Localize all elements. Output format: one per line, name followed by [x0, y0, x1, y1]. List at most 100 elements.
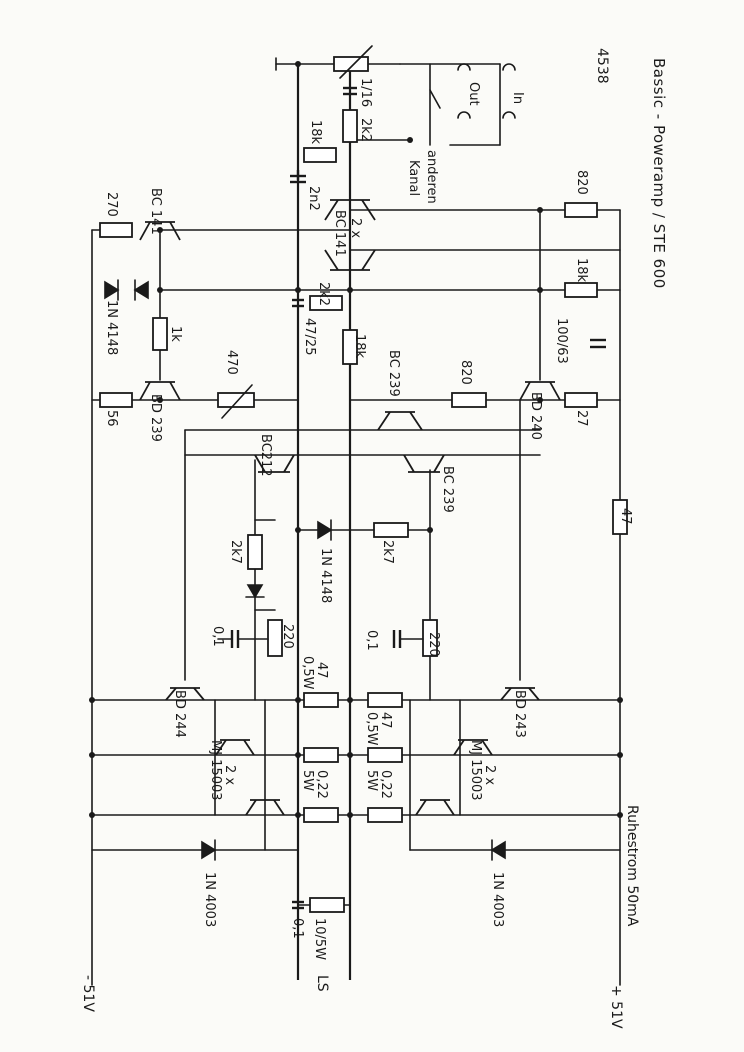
label-c-47-25: 47/25: [302, 318, 317, 355]
label-r-05w-left: 0,5W: [300, 656, 315, 690]
sheet-number: 4538: [594, 48, 610, 84]
resistor-220-right: [422, 619, 438, 657]
diode-2k7-small: [246, 584, 264, 599]
label-mj15003-left-a: 2 x: [222, 765, 237, 785]
resistors: [99, 45, 628, 913]
label-r-022-left: 0,22: [314, 770, 329, 799]
jacks: [429, 63, 516, 119]
label-bd240: BD 240: [528, 392, 543, 440]
label-r-47-right: 47: [618, 508, 633, 525]
label-r-18k-top: 18k: [574, 258, 589, 283]
resistor-10-5w: [309, 897, 345, 913]
diode-1n4003-right: [490, 840, 506, 860]
label-neg-supply: - 51V: [80, 975, 96, 1012]
diode-1n4003-left: [201, 840, 217, 860]
label-r-18k-mid: 18k: [308, 120, 323, 145]
capacitors: [217, 86, 606, 910]
resistor-2k2: [342, 109, 358, 143]
label-c-2n2: 2n2: [306, 186, 321, 211]
resistor-022-left-b: [303, 807, 339, 823]
label-other-2: Kanal: [406, 160, 421, 196]
label-r-18k-feedback: 18k: [352, 334, 367, 359]
label-r-2k7-left: 2k7: [228, 540, 243, 564]
label-other-1: anderen: [424, 150, 439, 204]
label-bc212: BC212: [258, 434, 273, 477]
label-r-56: 56: [104, 410, 119, 427]
label-c-01-left: 0,1: [210, 626, 225, 647]
resistor-022-right: [367, 747, 403, 763]
resistor-input-pot: [333, 56, 369, 72]
label-r-5w-left: 5W: [300, 770, 315, 791]
resistor-47-right: [612, 499, 628, 535]
label-r-470: 470: [224, 350, 239, 375]
resistor-820-mid: [451, 392, 487, 408]
label-out: Out: [466, 82, 481, 106]
label-d-1n4148-top: 1N 4148: [104, 300, 119, 355]
resistor-470: [217, 392, 255, 408]
label-bd239: BD 239: [148, 394, 163, 442]
resistor-1k: [152, 317, 168, 351]
resistor-820-top: [564, 202, 598, 218]
label-bc141-pair-b: BC 141: [332, 210, 347, 257]
label-r-022-right: 0,22: [378, 770, 393, 799]
transistors: [139, 199, 561, 816]
resistor-2k2-top: [309, 295, 343, 311]
resistor-022-right-b: [367, 807, 403, 823]
label-r-27: 27: [574, 410, 589, 427]
label-mj15003-right-b: MJ 15003: [468, 740, 483, 801]
label-r-820-top: 820: [574, 170, 589, 195]
label-mj15003-right-a: 2 x: [482, 765, 497, 785]
wiring: [91, 57, 621, 986]
diode-1n4148-top-b: [133, 280, 149, 300]
label-pos-supply: + 51V: [608, 985, 624, 1029]
label-r-270: 270: [104, 192, 119, 217]
label-c-0-1-out: 0,1: [290, 918, 305, 939]
label-d-1n4003-left: 1N 4003: [202, 872, 217, 927]
resistor-022-left: [303, 747, 339, 763]
label-bc141-pair-a: 2 x: [348, 218, 363, 238]
label-r-2k2: 2k2: [358, 118, 373, 142]
diode-1n4148-top-a: [104, 280, 120, 300]
label-r-2k2-top: 2k2: [316, 282, 331, 306]
resistor-2k7-mid: [373, 522, 409, 538]
label-c-01-right: 0,1: [364, 630, 379, 651]
label-quiescent: Ruhestrom 50mA: [624, 805, 640, 927]
label-bc239-top: BC 239: [386, 350, 401, 397]
label-r-05w-right: 0,5W: [364, 712, 379, 746]
resistor-47-right-mid: [367, 692, 403, 708]
label-bd243: BD 243: [512, 690, 527, 738]
label-r-47-left: 47: [314, 662, 329, 679]
label-r-10-5w: 10/5W: [312, 918, 327, 960]
resistor-220-left: [267, 619, 283, 657]
diodes: [104, 279, 506, 861]
diode-1n4148-mid: [317, 520, 333, 540]
label-c-1-16: 1/16: [358, 78, 373, 107]
label-bd244: BD 244: [172, 690, 187, 738]
label-r-47-right-mid: 47: [378, 712, 393, 729]
label-r-820-mid: 820: [458, 360, 473, 385]
label-r-5w-right: 5W: [364, 770, 379, 791]
resistor-18k-top: [564, 282, 598, 298]
label-c-100-63: 100/63: [554, 318, 569, 364]
label-r-220-left: 220: [280, 624, 295, 649]
resistor-2k7-left: [247, 534, 263, 570]
label-bc141-single: BC 141: [148, 188, 163, 235]
page-title: Bassic - Poweramp / STE 600: [650, 58, 668, 289]
resistor-270: [99, 222, 133, 238]
label-mj15003-left-b: MJ 15003: [208, 740, 223, 801]
labels: 4538 Bassic - Poweramp / STE 600 In Out …: [80, 48, 668, 1029]
resistor-18k-feedback: [342, 329, 358, 365]
label-bc239-mid: BC 239: [440, 466, 455, 513]
label-speaker: LS: [314, 975, 330, 992]
label-r-2k7-mid: 2k7: [380, 540, 395, 564]
resistor-47-left: [303, 692, 339, 708]
label-d-1n4003-right: 1N 4003: [490, 872, 505, 927]
label-in: In: [510, 92, 525, 104]
resistor-18k-mid: [303, 147, 337, 163]
label-d-1n4148-mid: 1N 4148: [318, 548, 333, 603]
resistor-27: [564, 392, 598, 408]
resistor-56: [99, 392, 133, 408]
label-r-1k: 1k: [168, 326, 183, 342]
